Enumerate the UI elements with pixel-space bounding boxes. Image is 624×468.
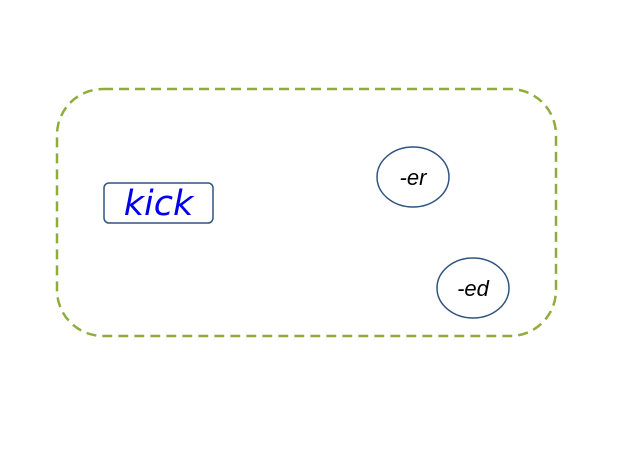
suffix-er-circle (376, 146, 450, 208)
suffix-er-label: -er (400, 165, 429, 190)
stem-box-border (103, 182, 214, 224)
stem-box: kick (103, 182, 214, 224)
suffix-ed-node: -ed (436, 257, 510, 319)
suffix-ed-circle (436, 257, 510, 319)
suffix-er-node: -er (376, 146, 450, 208)
stem-label: kick (124, 184, 195, 224)
suffix-ed-label: -ed (457, 276, 490, 301)
